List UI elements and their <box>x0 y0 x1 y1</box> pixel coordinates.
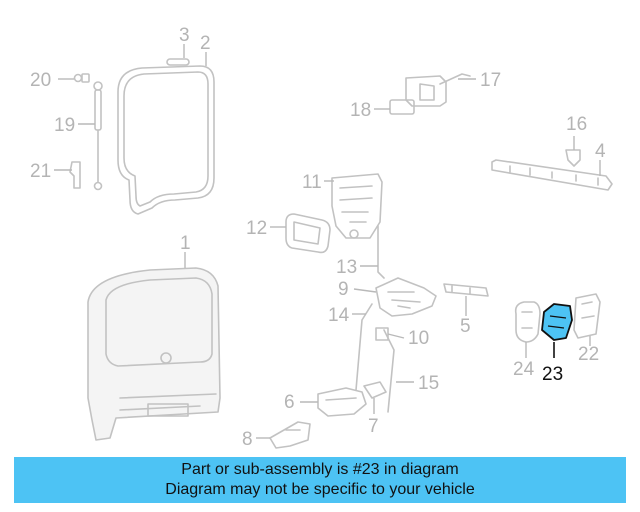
weatherstrip-rail <box>491 159 613 191</box>
callout-3: 3 <box>179 25 190 46</box>
callout-6: 6 <box>284 392 295 413</box>
callout-22: 22 <box>578 344 599 365</box>
latch-mechanism <box>375 277 437 317</box>
mounting-bracket <box>363 381 387 399</box>
callout-2: 2 <box>200 33 211 54</box>
hinge-assembly <box>405 73 471 107</box>
hinge-plate <box>389 99 415 115</box>
handle-assembly <box>317 387 367 417</box>
callout-15: 15 <box>418 373 439 394</box>
cable-fitting <box>375 327 389 341</box>
lock-assembly <box>331 173 383 239</box>
callout-14: 14 <box>328 305 350 326</box>
callout-8: 8 <box>242 429 253 450</box>
callout-labels: 1 2 3 4 5 6 7 8 9 10 11 12 13 14 15 16 1… <box>30 25 606 450</box>
callout-19: 19 <box>54 115 75 136</box>
bump-stop-24 <box>514 301 541 343</box>
release-lever <box>269 421 311 449</box>
callout-12: 12 <box>246 218 267 239</box>
strut-ball-stud <box>73 73 90 83</box>
tailgate-panel <box>87 267 221 441</box>
callout-10: 10 <box>408 328 429 349</box>
caption-line-1: Part or sub-assembly is #23 in diagram <box>181 461 459 478</box>
lock-rod <box>377 225 385 279</box>
callout-21: 21 <box>30 161 51 182</box>
callout-1: 1 <box>180 233 191 254</box>
retaining-clip <box>565 149 581 167</box>
callout-7: 7 <box>368 416 379 437</box>
lock-rod <box>355 303 373 391</box>
guide-bracket-22 <box>573 293 601 339</box>
caption-line-2: Diagram may not be specific to your vehi… <box>165 481 475 498</box>
glass-trim-part-3 <box>166 58 190 66</box>
callout-20: 20 <box>30 70 51 91</box>
gas-strut <box>93 81 103 191</box>
rear-window-glass <box>117 65 215 215</box>
highlighted-part-23[interactable] <box>541 303 573 341</box>
callout-18: 18 <box>350 100 371 121</box>
callout-4: 4 <box>595 141 606 162</box>
leader-lines <box>54 44 601 439</box>
callout-17: 17 <box>480 70 501 91</box>
parts-diagram: 1 2 3 4 5 6 7 8 9 10 11 12 13 14 15 16 1… <box>30 25 613 450</box>
callout-24: 24 <box>513 359 535 380</box>
striker-plate <box>443 283 489 297</box>
callout-5: 5 <box>460 316 471 337</box>
callout-9: 9 <box>338 279 349 300</box>
callout-13: 13 <box>336 257 357 278</box>
callout-16: 16 <box>566 114 587 135</box>
lock-cover <box>285 213 331 254</box>
lock-rod <box>383 329 395 413</box>
callout-23[interactable]: 23 <box>542 364 563 385</box>
strut-bracket <box>69 161 81 189</box>
callout-11: 11 <box>302 172 322 193</box>
caption-banner: Part or sub-assembly is #23 in diagram D… <box>14 457 626 503</box>
